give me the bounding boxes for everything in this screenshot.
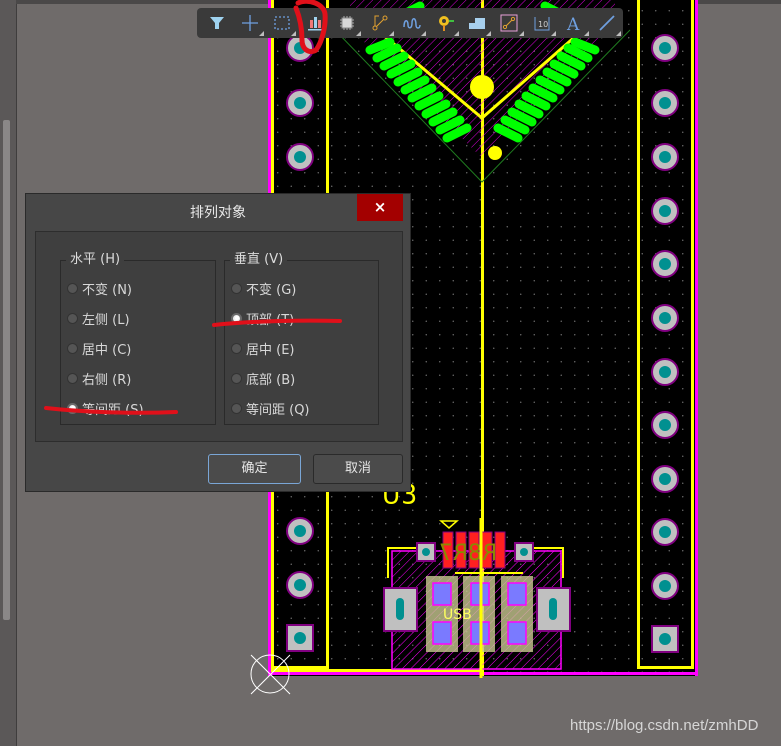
place-via-button[interactable] <box>428 8 460 38</box>
pad[interactable] <box>651 34 679 62</box>
watermark-text: https://blog.csdn.net/zmhDD <box>570 717 759 734</box>
pad[interactable] <box>651 304 679 332</box>
left-header-silk-bottom <box>271 666 329 669</box>
radio-vertical-center[interactable]: 居中 (E) <box>231 338 295 358</box>
cancel-button[interactable]: 取消 <box>313 454 403 484</box>
right-header-silk-outer <box>691 0 694 668</box>
annotation-circle-mark <box>293 0 328 55</box>
radio-icon-checked[interactable] <box>67 402 78 414</box>
select-button[interactable] <box>266 8 298 38</box>
radio-icon[interactable] <box>231 372 242 384</box>
radio-horizontal-center[interactable]: 居中 (C) <box>67 338 131 358</box>
radio-vertical-no-change[interactable]: 不变 (G) <box>231 278 296 298</box>
pad[interactable] <box>286 89 314 117</box>
filter-icon <box>210 17 225 29</box>
radio-vertical-bottom[interactable]: 底部 (B) <box>231 368 295 388</box>
dimension-icon: 10 <box>534 17 550 31</box>
left-panel-scrollbar[interactable] <box>0 0 17 746</box>
radio-icon[interactable] <box>231 282 242 294</box>
length-tuning-icon <box>403 18 421 29</box>
svg-text:R8R7: R8R7 <box>439 541 498 566</box>
pad[interactable] <box>286 517 314 545</box>
vertical-legend: 垂直 (V) <box>230 250 288 270</box>
connection-line-icon <box>500 14 518 32</box>
radio-horizontal-left[interactable]: 左侧 (L) <box>67 308 130 328</box>
options-panel: 水平 (H) 不变 (N) 左侧 (L) 居中 (C) 右侧 (R) 等间距 (… <box>35 231 403 442</box>
place-text-button[interactable]: A <box>558 8 590 38</box>
polygon-button[interactable] <box>461 8 493 38</box>
route-button[interactable] <box>363 8 395 38</box>
radio-icon[interactable] <box>67 342 78 354</box>
svg-text:USB: USB <box>443 607 472 623</box>
pad[interactable] <box>651 411 679 439</box>
pad[interactable] <box>651 197 679 225</box>
draw-line-icon <box>599 15 615 31</box>
text-string-icon: A <box>566 15 580 33</box>
pad[interactable] <box>651 250 679 278</box>
pad-square[interactable] <box>651 625 679 653</box>
dialog-title: 排列对象 <box>190 205 246 221</box>
usb-connector-footprint[interactable]: R8R7 USB <box>383 518 573 678</box>
right-header-silk-bottom <box>637 666 694 669</box>
move-cross-icon <box>241 15 258 31</box>
vertical-group: 垂直 (V) 不变 (G) 顶部 (T) 居中 (E) 底部 (B) 等间距 (… <box>224 250 379 425</box>
align-distribute-icon <box>307 17 322 31</box>
polygon-fill-icon <box>468 18 485 29</box>
filter-button[interactable] <box>201 8 233 38</box>
pad[interactable] <box>651 358 679 386</box>
connection-button[interactable] <box>493 8 525 38</box>
pad[interactable] <box>651 89 679 117</box>
active-bar-toolbar: 10 A <box>197 8 623 38</box>
radio-icon[interactable] <box>67 282 78 294</box>
horizontal-group: 水平 (H) 不变 (N) 左侧 (L) 居中 (C) 右侧 (R) 等间距 (… <box>60 250 216 425</box>
pad[interactable] <box>286 143 314 171</box>
radio-icon[interactable] <box>67 312 78 324</box>
pad-square[interactable] <box>286 624 314 652</box>
radio-horizontal-no-change[interactable]: 不变 (N) <box>67 278 132 298</box>
rectangle-select-icon <box>274 16 290 30</box>
radio-icon[interactable] <box>231 402 242 414</box>
ok-button[interactable]: 确定 <box>208 454 301 484</box>
origin-marker-icon <box>250 654 291 695</box>
radio-horizontal-right[interactable]: 右侧 (R) <box>67 368 131 388</box>
length-tuning-button[interactable] <box>396 8 428 38</box>
pad[interactable] <box>651 143 679 171</box>
pad[interactable] <box>651 518 679 546</box>
align-button[interactable] <box>298 8 330 38</box>
pad[interactable] <box>651 465 679 493</box>
annotation-underline-top <box>212 318 342 327</box>
center-trace <box>481 0 484 676</box>
svg-text:A: A <box>566 15 580 33</box>
pad[interactable] <box>651 572 679 600</box>
radio-icon[interactable] <box>67 372 78 384</box>
interactive-route-icon <box>372 15 388 31</box>
chip-component-icon <box>340 16 355 30</box>
pad[interactable] <box>286 571 314 599</box>
svg-text:10: 10 <box>538 20 548 29</box>
rotated-ic-footprint[interactable] <box>330 0 640 190</box>
close-button[interactable]: × <box>357 194 403 221</box>
dimension-button[interactable]: 10 <box>526 8 558 38</box>
move-button[interactable] <box>233 8 265 38</box>
horizontal-legend: 水平 (H) <box>66 250 125 270</box>
align-objects-dialog: 排列对象 × 水平 (H) 不变 (N) 左侧 (L) 居中 (C) 右侧 (R… <box>25 193 411 492</box>
radio-icon[interactable] <box>231 342 242 354</box>
bottom-silk-line <box>271 669 484 672</box>
board-outline-right <box>695 0 698 676</box>
right-header-silk-inner <box>637 0 640 668</box>
annotation-underline-equal-spacing <box>44 406 178 415</box>
via-pad-icon <box>438 16 454 31</box>
scrollbar-thumb[interactable] <box>3 120 10 620</box>
radio-vertical-equal-spacing[interactable]: 等间距 (Q) <box>231 398 310 418</box>
draw-line-button[interactable] <box>591 8 623 38</box>
place-component-button[interactable] <box>331 8 363 38</box>
